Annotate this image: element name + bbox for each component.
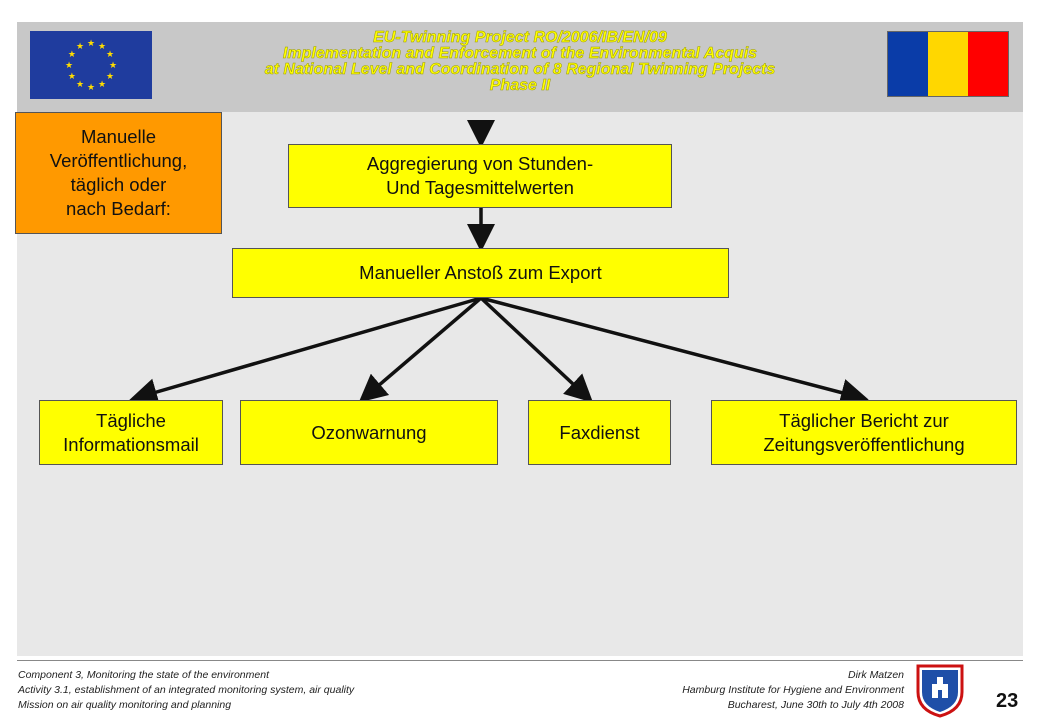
flag-stripe-red bbox=[968, 32, 1008, 96]
footer-divider bbox=[17, 660, 1023, 661]
footer-right-line: Hamburg Institute for Hygiene and Enviro… bbox=[682, 684, 904, 696]
eu-star-icon: ★ bbox=[98, 79, 106, 89]
eu-star-icon: ★ bbox=[68, 49, 76, 59]
output-informationsmail: Tägliche Informationsmail bbox=[39, 400, 223, 465]
footer-left-line: Component 3, Monitoring the state of the… bbox=[18, 669, 269, 681]
title-line: EU-Twinning Project RO/2006/IB/EN/09 bbox=[373, 29, 667, 46]
output-faxdienst: Faxdienst bbox=[528, 400, 671, 465]
page-number: 23 bbox=[996, 690, 1019, 712]
title-line: Phase II bbox=[489, 77, 551, 94]
eu-flag-icon: ★★★★★★★★★★★★ bbox=[30, 31, 152, 99]
eu-star-icon: ★ bbox=[87, 38, 95, 48]
header-bar bbox=[17, 22, 1023, 112]
flag-stripe-yellow bbox=[928, 32, 968, 96]
title-line: Implementation and Enforcement of the En… bbox=[282, 45, 758, 62]
footer-right-line: Dirk Matzen bbox=[847, 669, 904, 681]
footer-right-line: Bucharest, June 30th to July 4th 2008 bbox=[727, 699, 904, 711]
output-zeitungsbericht: Täglicher Bericht zur Zeitungsveröffentl… bbox=[711, 400, 1017, 465]
eu-star-icon: ★ bbox=[87, 82, 95, 92]
project-title: EU-Twinning Project RO/2006/IB/EN/09 Imp… bbox=[160, 29, 880, 94]
eu-star-icon: ★ bbox=[65, 60, 73, 70]
footer-left: Component 3, Monitoring the state of the… bbox=[18, 668, 354, 713]
eu-star-icon: ★ bbox=[76, 79, 84, 89]
title-line: at National Level and Coordination of 8 … bbox=[264, 61, 776, 78]
output-ozonwarnung: Ozonwarnung bbox=[240, 400, 498, 465]
eu-star-icon: ★ bbox=[106, 49, 114, 59]
eu-star-icon: ★ bbox=[109, 60, 117, 70]
eu-star-icon: ★ bbox=[76, 41, 84, 51]
footer-right: Dirk Matzen Hamburg Institute for Hygien… bbox=[682, 668, 904, 713]
eu-star-icon: ★ bbox=[98, 41, 106, 51]
export-box: Manueller Anstoß zum Export bbox=[232, 248, 729, 298]
eu-star-icon: ★ bbox=[106, 71, 114, 81]
hamburg-institute-logo-icon bbox=[912, 662, 968, 718]
manual-publication-note: Manuelle Veröffentlichung, täglich oder … bbox=[15, 112, 222, 234]
eu-star-icon: ★ bbox=[68, 71, 76, 81]
aggregation-box: Aggregierung von Stunden- Und Tagesmitte… bbox=[288, 144, 672, 208]
romania-flag-icon bbox=[887, 31, 1009, 97]
footer-left-line: Mission on air quality monitoring and pl… bbox=[18, 699, 232, 711]
flag-stripe-blue bbox=[888, 32, 928, 96]
footer-left-line: Activity 3.1, establishment of an integr… bbox=[18, 684, 355, 696]
